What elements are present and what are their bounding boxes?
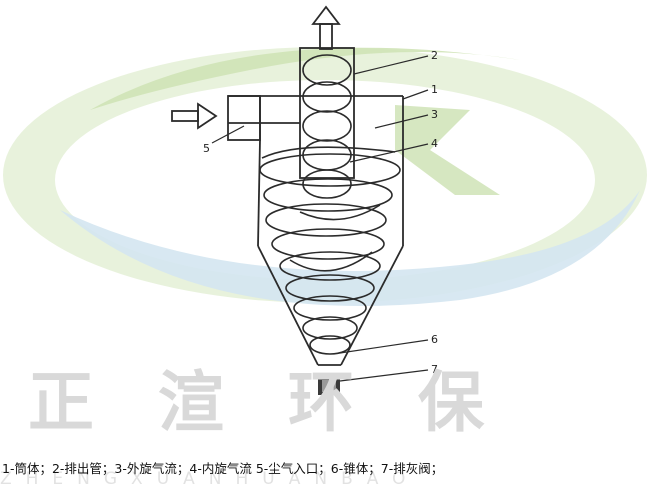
discharge-valve (318, 377, 340, 395)
leader-lines (211, 55, 429, 382)
label-3: 3 (431, 108, 438, 121)
inner-vortex (302, 54, 352, 199)
diagram-caption: 1-筒体；2-排出管；3-外旋气流；4-内旋气流 5-尘气入口；6-锥体；7-排… (2, 461, 444, 476)
arrow-up-icon (311, 5, 341, 50)
cyclone-body (227, 47, 404, 366)
outer-vortex (259, 146, 401, 355)
label-6: 6 (431, 333, 438, 346)
label-5: 5 (203, 142, 210, 155)
watermark-text: 正渲环保 (28, 363, 548, 441)
label-2: 2 (431, 49, 438, 62)
watermark-subtext: ZHENGXUANHUANBAO (0, 470, 420, 488)
arrow-right-icon (171, 102, 218, 130)
label-4: 4 (431, 137, 438, 150)
watermark-logo (3, 47, 647, 306)
label-7: 7 (431, 363, 438, 376)
label-1: 1 (431, 83, 438, 96)
